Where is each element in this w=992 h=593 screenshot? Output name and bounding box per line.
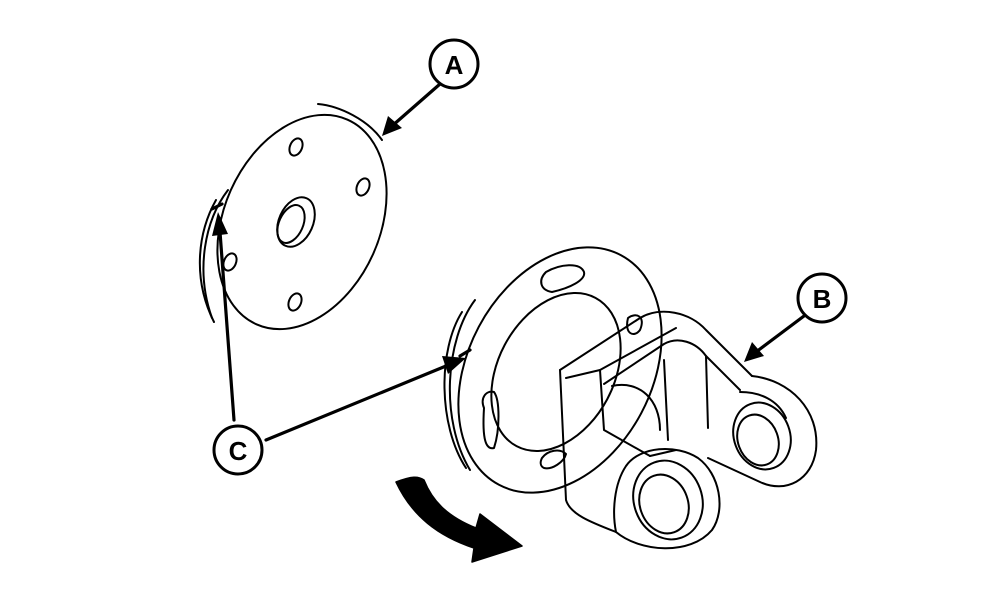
- leader-b: [744, 314, 806, 362]
- leader-a: [382, 82, 442, 136]
- callout-a: A: [428, 38, 480, 90]
- callout-b: B: [796, 272, 848, 324]
- callout-a-label: A: [445, 50, 464, 80]
- leader-c-to-b: [264, 356, 466, 442]
- rotation-arrow: [395, 476, 523, 563]
- plate-a: [198, 103, 388, 331]
- callout-c: C: [212, 424, 264, 476]
- callout-c-label: C: [229, 436, 248, 466]
- yoke-hub-b: [443, 246, 818, 550]
- leader-c-to-a: [212, 212, 236, 422]
- callout-b-label: B: [813, 284, 832, 314]
